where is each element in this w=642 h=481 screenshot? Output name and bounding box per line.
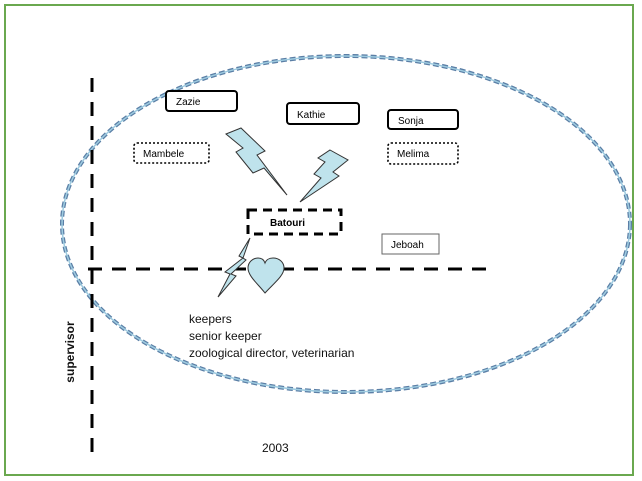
node-sonja-label: Sonja — [398, 116, 424, 127]
year-label: 2003 — [262, 441, 289, 455]
legend-line: keepers — [189, 312, 232, 326]
node-sonja: Sonja — [387, 109, 459, 130]
conflict-bolt-icon — [225, 127, 288, 196]
node-mambele: Mambele — [133, 142, 210, 164]
node-zazie-label: Zazie — [176, 97, 201, 108]
node-mambele-label: Mambele — [143, 149, 185, 160]
node-melima: Melima — [387, 142, 459, 165]
legend-line: zoological director, veterinarian — [189, 346, 354, 360]
node-jeboah: Jeboah — [381, 233, 440, 255]
node-kathie-label: Kathie — [297, 110, 326, 121]
node-batouri: Batouri — [246, 208, 343, 236]
diagram-frame — [4, 4, 634, 476]
conflict-bolt-icon — [217, 237, 251, 298]
group-ellipse-inner — [61, 55, 631, 393]
node-batouri-label: Batouri — [270, 218, 305, 229]
heart-icon — [247, 257, 285, 294]
node-melima-label: Melima — [397, 149, 430, 160]
supervisor-axis-label: supervisor — [63, 321, 77, 383]
node-jeboah-label: Jeboah — [391, 240, 424, 251]
legend-line: senior keeper — [189, 329, 262, 343]
conflict-bolt-icon — [299, 149, 349, 203]
node-kathie: Kathie — [286, 102, 360, 125]
node-zazie: Zazie — [165, 90, 238, 112]
